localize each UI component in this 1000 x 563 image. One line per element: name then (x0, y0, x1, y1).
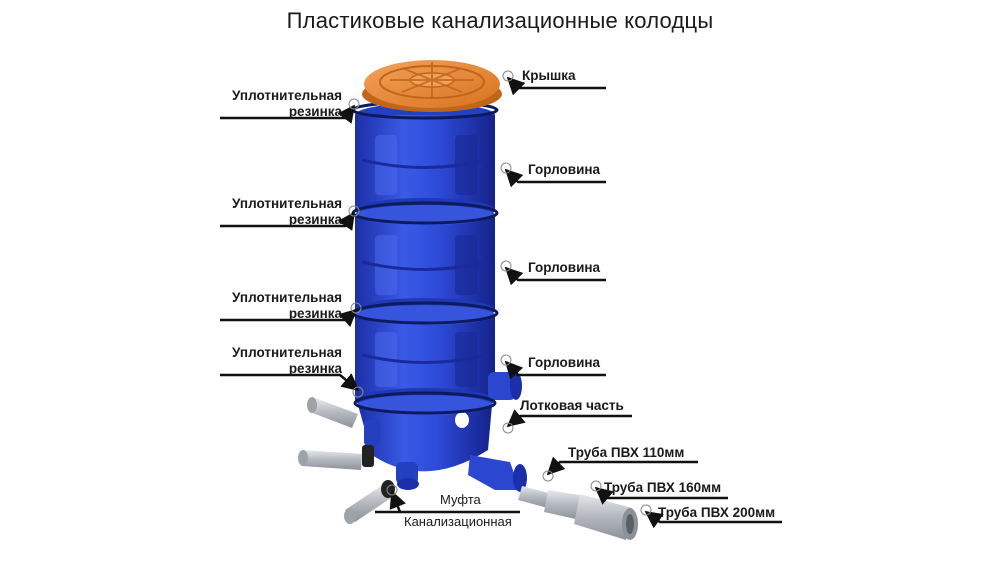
neck-ring-1 (355, 103, 495, 222)
label-seal-4-line1: Уплотнительная (232, 345, 342, 360)
label-tray: Лотковая часть (520, 398, 624, 413)
leaders-right (504, 76, 782, 529)
label-seal-2-line2: резинка (288, 212, 342, 227)
lid (362, 60, 502, 112)
label-neck-1: Горловина (528, 162, 601, 177)
label-lid: Крышка (522, 68, 576, 83)
label-seal-1: Уплотнительная резинка (232, 88, 342, 120)
label-seal-2-line1: Уплотнительная (232, 196, 342, 211)
label-neck-2: Горловина (528, 260, 601, 275)
label-seal-3: Уплотнительная резинка (232, 290, 342, 322)
label-coupling-line1: Муфта (440, 492, 481, 507)
neck-ring-2 (355, 205, 495, 322)
label-pipe-160: Труба ПВХ 160мм (604, 480, 722, 495)
label-seal-4: Уплотнительная резинка (232, 345, 342, 377)
label-seal-1-line2: резинка (288, 104, 342, 119)
label-pipe-200: Труба ПВХ 200мм (658, 505, 776, 520)
leaders-left (220, 104, 520, 514)
label-seal-1-line1: Уплотнительная (232, 88, 342, 103)
label-seal-2: Уплотнительная резинка (232, 196, 342, 228)
pipe-left-middle (298, 450, 362, 470)
label-seal-4-line2: резинка (288, 361, 342, 376)
target-markers (348, 70, 652, 516)
pipe-left-upper (307, 397, 358, 428)
pipe-right-assembly (518, 486, 638, 540)
pipe-left-lower (344, 480, 395, 524)
label-neck-3: Горловина (528, 355, 601, 370)
label-seal-3-line1: Уплотнительная (232, 290, 342, 305)
label-pipe-110: Труба ПВХ 110мм (568, 445, 685, 460)
page-title: Пластиковые канализационные колодцы (286, 8, 714, 33)
label-coupling-line2: Канализационная (404, 514, 512, 529)
label-seal-3-line2: резинка (288, 306, 342, 321)
seal-ring-4 (353, 391, 497, 415)
